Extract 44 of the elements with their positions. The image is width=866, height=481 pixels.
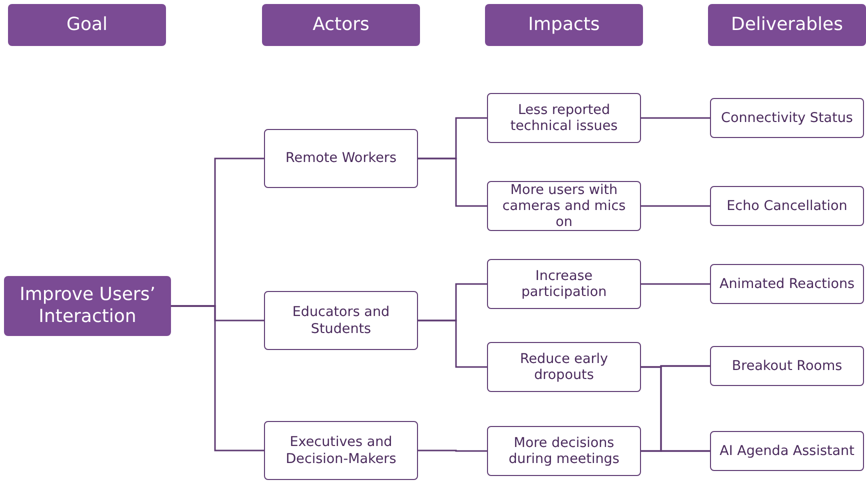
node-label: Reduce early dropouts xyxy=(518,350,610,384)
node-label: Actors xyxy=(312,14,370,36)
node-box xyxy=(487,181,641,231)
column-header xyxy=(8,4,166,46)
connector-line xyxy=(641,117,710,119)
node-label: Connectivity Status xyxy=(721,110,853,126)
connector-line xyxy=(418,450,487,452)
node-box xyxy=(710,431,864,471)
column-header xyxy=(485,4,643,46)
column-header xyxy=(262,4,420,46)
node-box xyxy=(487,426,641,476)
node-label: Goal xyxy=(66,14,108,36)
connector-line xyxy=(418,320,487,368)
node-box xyxy=(264,421,418,480)
goal-box xyxy=(4,276,171,336)
node-label: Animated Reactions xyxy=(719,276,855,292)
node-box xyxy=(487,259,641,309)
connector-line xyxy=(641,205,710,207)
connector-line xyxy=(641,450,710,452)
node-label: Executives and Decision-Makers xyxy=(284,434,398,467)
node-label: Less reported technical issues xyxy=(509,102,619,134)
connector-line xyxy=(418,158,487,207)
node-label: Impacts xyxy=(528,14,600,36)
node-box xyxy=(710,346,864,386)
node-box xyxy=(487,93,641,143)
column-header xyxy=(708,4,866,46)
node-label: More decisions during meetings xyxy=(508,434,620,468)
connector-line xyxy=(171,305,264,452)
node-label: Educators and Students xyxy=(291,304,391,337)
node-label: Deliverables xyxy=(731,14,843,36)
node-box xyxy=(264,291,418,350)
node-box xyxy=(710,186,864,226)
node-label: Echo Cancellation xyxy=(726,198,848,214)
node-box xyxy=(710,264,864,304)
connector-line xyxy=(641,283,710,285)
node-label: Remote Workers xyxy=(286,150,396,167)
node-label: Increase participation xyxy=(520,268,608,300)
node-box xyxy=(710,98,864,138)
node-label: Breakout Rooms xyxy=(732,358,842,374)
node-label: More users with cameras and mics on xyxy=(501,182,627,230)
node-box xyxy=(264,129,418,188)
node-label: AI Agenda Assistant xyxy=(720,442,854,460)
node-box xyxy=(487,342,641,392)
node-label: Improve Users’ Interaction xyxy=(18,284,156,328)
